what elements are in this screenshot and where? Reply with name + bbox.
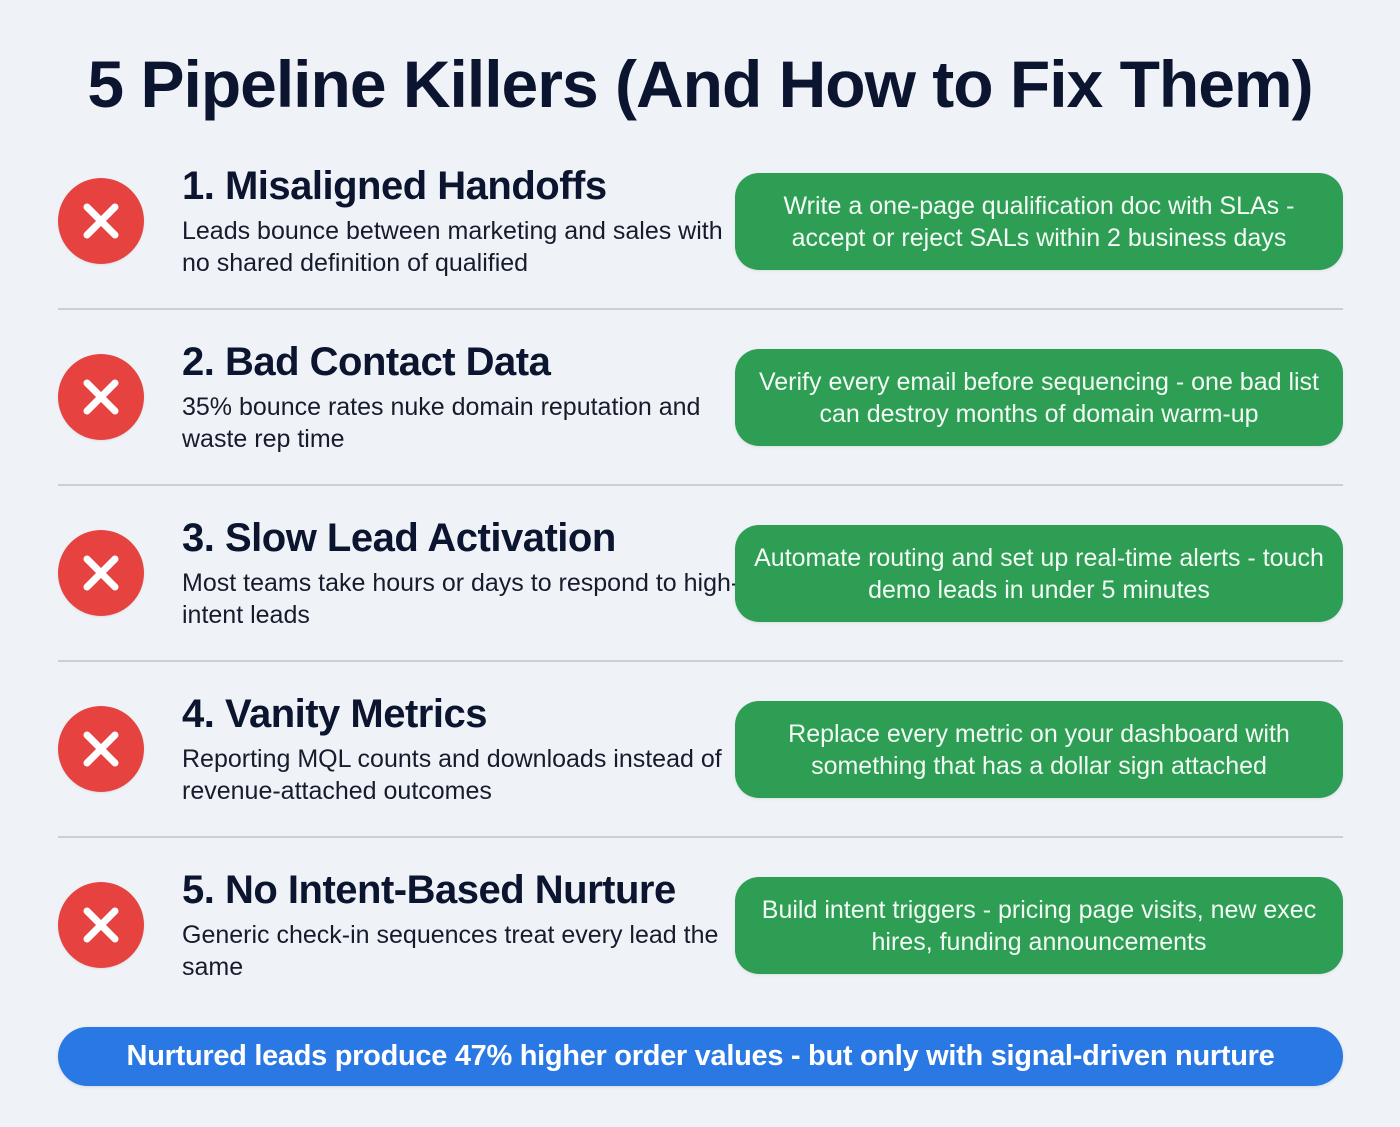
pipeline-killer-item: 5. No Intent-Based Nurture Generic check… [58, 867, 1343, 1043]
page-title: 5 Pipeline Killers (And How to Fix Them) [87, 47, 1313, 121]
fix-box: Automate routing and set up real-time al… [735, 525, 1343, 622]
item-heading: 4. Vanity Metrics [182, 692, 487, 736]
fix-box: Replace every metric on your dashboard w… [735, 701, 1343, 798]
fix-box: Build intent triggers - pricing page vis… [735, 877, 1343, 974]
fix-box: Write a one-page qualification doc with … [735, 173, 1343, 270]
fix-box: Verify every email before sequencing - o… [735, 349, 1343, 446]
pipeline-killer-item: 3. Slow Lead Activation Most teams take … [58, 515, 1343, 691]
pipeline-killer-item: 2. Bad Contact Data 35% bounce rates nuk… [58, 339, 1343, 515]
item-description: Reporting MQL counts and downloads inste… [182, 745, 722, 805]
item-description: Most teams take hours or days to respond… [182, 569, 740, 629]
x-circle-icon [58, 530, 144, 616]
item-heading: 5. No Intent-Based Nurture [182, 868, 676, 912]
x-circle-icon [58, 882, 144, 968]
item-description: Leads bounce between marketing and sales… [182, 217, 723, 277]
pipeline-killer-item: 4. Vanity Metrics Reporting MQL counts a… [58, 691, 1343, 867]
divider [58, 836, 1343, 838]
item-description: Generic check-in sequences treat every l… [182, 921, 719, 981]
item-heading: 2. Bad Contact Data [182, 340, 551, 384]
item-heading: 3. Slow Lead Activation [182, 516, 616, 560]
stat-banner: Nurtured leads produce 47% higher order … [58, 1027, 1343, 1086]
divider [58, 308, 1343, 310]
item-description: 35% bounce rates nuke domain reputation … [182, 393, 701, 453]
x-circle-icon [58, 178, 144, 264]
pipeline-killer-item: 1. Misaligned Handoffs Leads bounce betw… [58, 163, 1343, 339]
item-heading: 1. Misaligned Handoffs [182, 164, 607, 208]
x-circle-icon [58, 706, 144, 792]
divider [58, 660, 1343, 662]
x-circle-icon [58, 354, 144, 440]
divider [58, 484, 1343, 486]
